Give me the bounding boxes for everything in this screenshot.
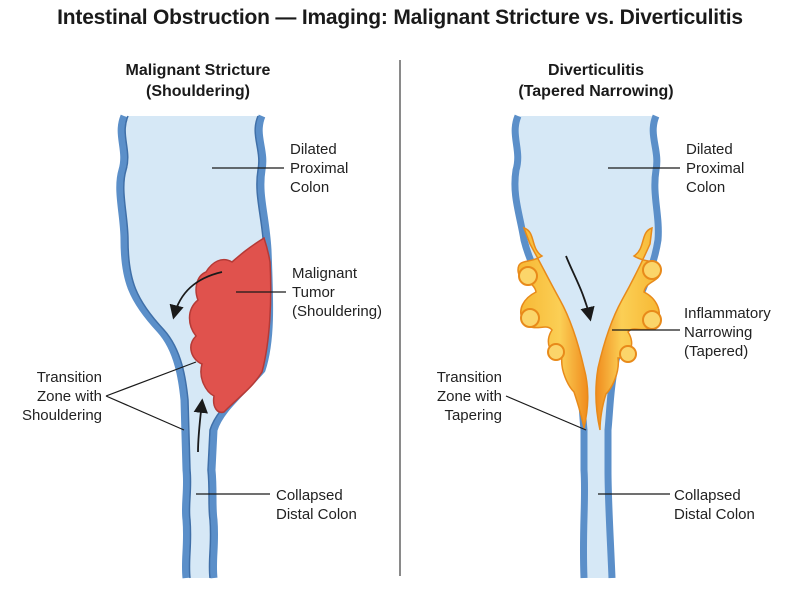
right-transition-leader: [505, 395, 587, 431]
left-flow-arrow-lower: [193, 398, 208, 453]
right-inflammation-label: Inflammatory Narrowing (Tapered): [684, 305, 771, 360]
left-proximal-label: Dilated Proximal Colon: [290, 141, 349, 196]
panel-divider: [399, 60, 401, 576]
main-title: Intestinal Obstruction — Imaging: Malign…: [57, 6, 743, 29]
right-proximal-label: Dilated Proximal Colon: [686, 141, 745, 196]
diverticulum: [520, 308, 540, 328]
left-distal-label: Collapsed Distal Colon: [276, 487, 357, 523]
diverticula-right: [619, 260, 662, 363]
right-colon: [511, 114, 662, 579]
diverticulum: [642, 260, 662, 280]
left-heading-line-2: (Shouldering): [146, 83, 250, 100]
left-colon-wall-edge-l: [123, 115, 192, 579]
left-transition-leader-1: [105, 361, 197, 397]
right-colon-lumen: [514, 116, 659, 578]
right-panel-heading: Diverticulitis (Tapered Narrowing): [446, 60, 746, 102]
left-colon-wall-left: [116, 114, 191, 579]
right-flow-arrow: [565, 255, 595, 322]
right-heading-line-1: Diverticulitis: [547, 62, 645, 79]
right-transition-label: Transition Zone with Tapering: [436, 369, 502, 424]
left-tumor-label: Malignant Tumor (Shouldering): [292, 265, 383, 320]
right-distal-label: Collapsed Distal Colon: [674, 487, 755, 523]
diverticulum: [619, 345, 637, 363]
left-transition-label: Transition Zone with Shouldering: [21, 369, 102, 424]
left-transition-leader-2: [105, 395, 185, 431]
left-panel-heading: Malignant Stricture (Shouldering): [48, 60, 348, 102]
diverticulum: [547, 343, 565, 361]
diverticulum: [642, 310, 662, 330]
right-heading-line-2: (Tapered Narrowing): [518, 83, 674, 100]
diverticulum: [518, 266, 538, 286]
diverticula-left: [518, 266, 565, 361]
left-heading-line-1: Malignant Stricture: [125, 62, 271, 79]
malignant-tumor: [188, 236, 272, 414]
left-flow-arrow-upper: [169, 271, 223, 320]
